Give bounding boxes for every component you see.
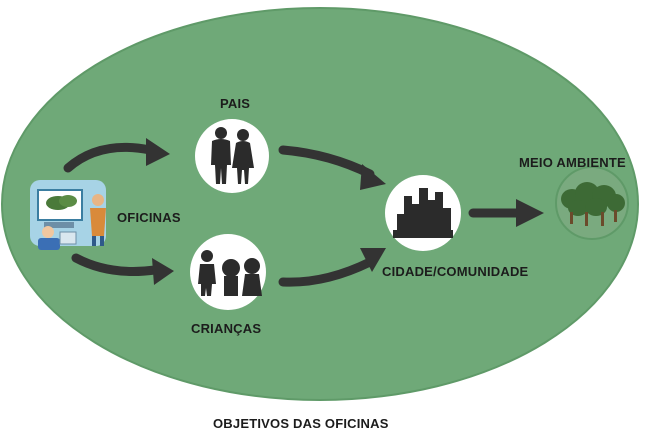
- arrowhead-pais: [146, 138, 170, 166]
- arrowhead-cidade-bottom: [360, 248, 386, 272]
- arrowhead-meio-ambiente: [516, 199, 544, 227]
- label-pais: PAIS: [220, 96, 251, 111]
- label-cidade: CIDADE/COMUNIDADE: [382, 264, 529, 279]
- cidade-node: [385, 175, 461, 251]
- oficinas-illustration: [30, 180, 106, 250]
- pais-node: [195, 119, 269, 193]
- arrow-oficinas-to-pais: [63, 142, 155, 173]
- label-criancas: CRIANÇAS: [191, 321, 262, 336]
- criancas-node: [190, 234, 266, 310]
- diagram-caption: OBJETIVOS DAS OFICINAS: [213, 416, 389, 431]
- arrow-oficinas-to-criancas: [71, 253, 160, 276]
- outer-ellipse: [1, 7, 639, 401]
- arrowhead-cidade-top: [360, 164, 386, 190]
- label-oficinas: OFICINAS: [117, 210, 181, 225]
- meio-ambiente-node: [555, 166, 629, 240]
- arrowhead-criancas: [152, 258, 174, 285]
- label-meio-ambiente: MEIO AMBIENTE: [519, 155, 626, 170]
- arrow-criancas-to-cidade: [278, 257, 375, 287]
